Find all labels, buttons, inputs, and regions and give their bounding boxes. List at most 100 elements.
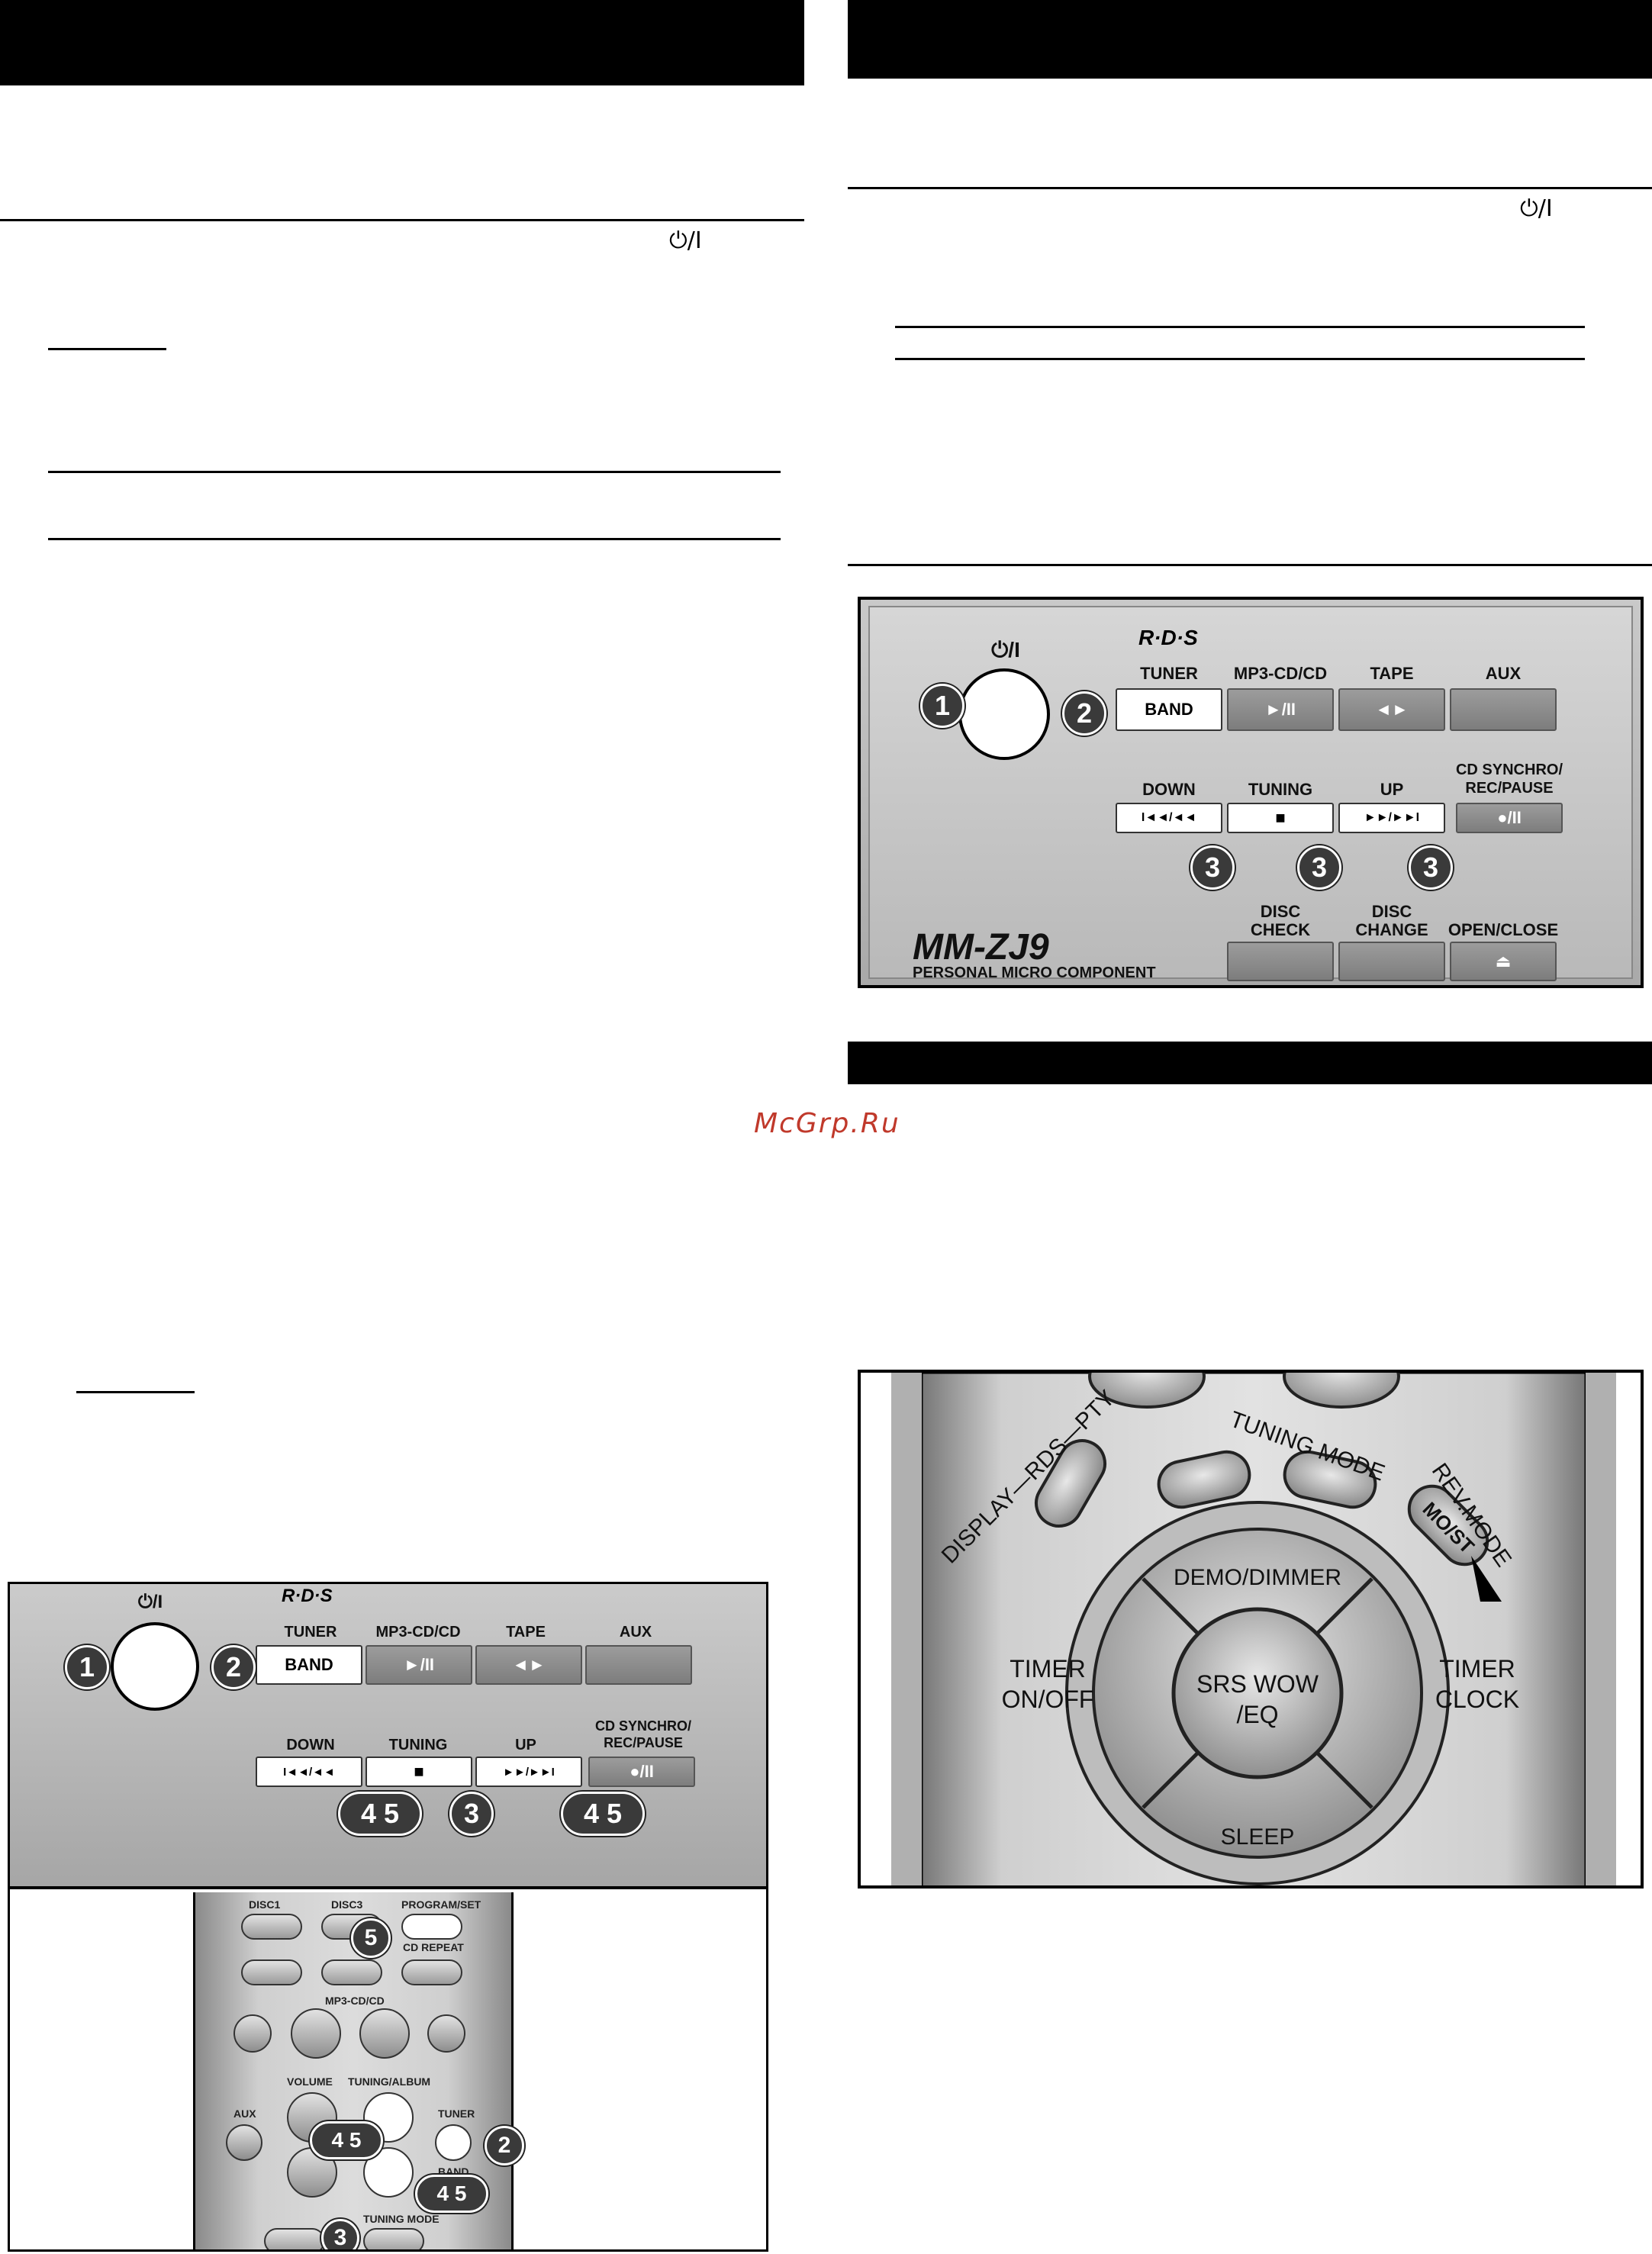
open-close-label: OPEN/CLOSE [1448, 920, 1559, 939]
eject-button[interactable]: ⏏ [1450, 942, 1557, 981]
callout-4-5: 4 5 [561, 1792, 645, 1836]
timer-onoff-label: TIMER [1010, 1655, 1086, 1682]
right-section-bar [848, 1042, 1652, 1084]
cd-repeat-button[interactable] [401, 1959, 462, 1985]
rds-button[interactable] [264, 2228, 325, 2249]
band-button[interactable]: BAND [256, 1645, 362, 1685]
tape-label: TAPE [1370, 664, 1414, 683]
up-label: UP [515, 1737, 536, 1753]
cd-synchro-label: CD SYNCHRO/ [1455, 762, 1563, 778]
left-section-rule [0, 219, 804, 221]
callout-2: 2 [485, 2126, 524, 2165]
front-panel-illustration: R·D·S ⏻/I 1 TUNER MP3-CD/CD TAPE AUX BAN… [858, 597, 1644, 988]
display-rds-pty-button [1035, 1439, 1106, 1528]
tuning-mode-button[interactable] [363, 2228, 424, 2249]
program-set-button[interactable] [401, 1914, 462, 1940]
cd-pause-button[interactable] [241, 1959, 302, 1985]
callout-3: 3 [449, 1792, 494, 1836]
mp3cd-label: MP3-CD/CD [325, 1995, 385, 2007]
demo-dimmer-label: DEMO/DIMMER [1174, 1565, 1341, 1590]
prev-button[interactable] [233, 2014, 272, 2053]
disc-change-button[interactable] [1338, 942, 1445, 981]
stop-button[interactable]: ■ [366, 1757, 472, 1787]
tuner-label: TUNER [284, 1624, 337, 1641]
tuning-album-label: TUNING/ALBUM [348, 2075, 431, 2088]
callout-3: 3 [321, 2219, 359, 2249]
band-button[interactable]: BAND [1116, 688, 1222, 731]
power-label: ⏻/I [137, 1592, 163, 1612]
power-button[interactable] [958, 668, 1050, 760]
down-label: DOWN [286, 1737, 335, 1753]
callout-3: 3 [1409, 845, 1453, 890]
play-pause-button[interactable]: ►/II [1227, 688, 1334, 731]
disc-check-button[interactable] [1227, 942, 1334, 981]
stop-button[interactable]: ■ [1227, 803, 1334, 833]
callout-4-5: 4 5 [310, 2121, 383, 2159]
callout-1: 1 [920, 684, 964, 728]
disc-check-label: DISC [1260, 902, 1301, 921]
next-button[interactable] [427, 2014, 465, 2053]
tuning-up-button[interactable] [363, 2092, 414, 2143]
disc1-button[interactable] [241, 1914, 302, 1940]
left-box-rule-top [48, 471, 781, 473]
left-short-underline [48, 348, 166, 350]
next-button[interactable]: ►►/►►I [475, 1757, 582, 1787]
front-panel-small: R·D·S ⏻/I 1 TUNER MP3-CD/CD TAPE AUX BAN… [10, 1584, 766, 1889]
volume-label: VOLUME [287, 2075, 333, 2088]
mp3cd-label: MP3-CD/CD [1233, 664, 1328, 683]
watermark: McGrp.Ru [754, 1108, 900, 1139]
left-short-underline-2 [76, 1391, 195, 1393]
panel-inner [868, 606, 1633, 979]
play-pause-button[interactable] [359, 2008, 410, 2059]
prev-button[interactable]: I◄◄/◄◄ [256, 1757, 362, 1787]
power-label: ⏻/I [991, 638, 1020, 662]
aux-label: AUX [1485, 664, 1522, 683]
sleep-label: SLEEP [1220, 1824, 1295, 1850]
callout-4-5: 4 5 [415, 2175, 488, 2213]
callout-1: 1 [65, 1645, 109, 1689]
left-header-bar [0, 0, 804, 85]
tape-label: TAPE [506, 1624, 546, 1641]
power-icon: ⏻/I [669, 227, 702, 254]
rec-button[interactable]: ●/II [1456, 803, 1563, 833]
tuner-band-button[interactable] [435, 2124, 472, 2161]
power-button[interactable] [111, 1622, 199, 1711]
down-label: DOWN [1142, 780, 1196, 799]
right-box-rule-top [895, 326, 1585, 328]
remote-closeup-drawing [891, 1373, 1616, 1885]
rds-logo: R·D·S [1138, 626, 1198, 649]
tuning-label: TUNING [1248, 780, 1313, 799]
callout-4-5: 4 5 [338, 1792, 422, 1836]
tape-button[interactable]: ◄► [475, 1645, 582, 1685]
callout-2: 2 [211, 1645, 256, 1689]
rec-button[interactable]: ●/II [588, 1757, 695, 1787]
left-box-rule-bottom [48, 538, 781, 540]
timer-clock-label: TIMER [1439, 1655, 1515, 1682]
disc-change-label-2: CHANGE [1355, 920, 1428, 939]
cd-rev-button[interactable] [321, 1959, 382, 1985]
aux-label: AUX [619, 1624, 652, 1641]
remote-closeup-illustration: DISPLAY—RDS—PTY TUNING MODE REV.MODE MO/… [858, 1370, 1644, 1889]
rec-pause-label: REC/PAUSE [1465, 780, 1554, 797]
tape-button[interactable]: ◄► [1338, 688, 1445, 731]
callout-2: 2 [1062, 691, 1106, 736]
aux-button[interactable] [226, 2124, 262, 2161]
model-subtitle: PERSONAL MICRO COMPONENT [913, 964, 1156, 981]
aux-label: AUX [233, 2107, 256, 2120]
aux-button[interactable] [585, 1645, 692, 1685]
srs-wow-label: SRS WOW [1196, 1670, 1319, 1698]
tuner-label: TUNER [1140, 664, 1198, 683]
next-button[interactable]: ►►/►►I [1338, 803, 1445, 833]
timer-clock-label-2: CLOCK [1435, 1686, 1520, 1713]
tuning-mode-label: TUNING MODE [363, 2213, 440, 2225]
disc-change-label: DISC [1371, 902, 1412, 921]
play-pause-button[interactable]: ►/II [366, 1645, 472, 1685]
prev-button[interactable]: I◄◄/◄◄ [1116, 803, 1222, 833]
stop-button[interactable] [291, 2008, 341, 2059]
aux-button[interactable] [1450, 688, 1557, 731]
remote-body: DISC1 DISC3 PROGRAM/SET 5 CD REPEAT MP3-… [193, 1892, 514, 2249]
tuner-label: TUNER [438, 2107, 475, 2120]
callout-5: 5 [351, 1918, 391, 1958]
right-section-rule [848, 187, 1652, 189]
eq-label: /EQ [1236, 1701, 1279, 1728]
